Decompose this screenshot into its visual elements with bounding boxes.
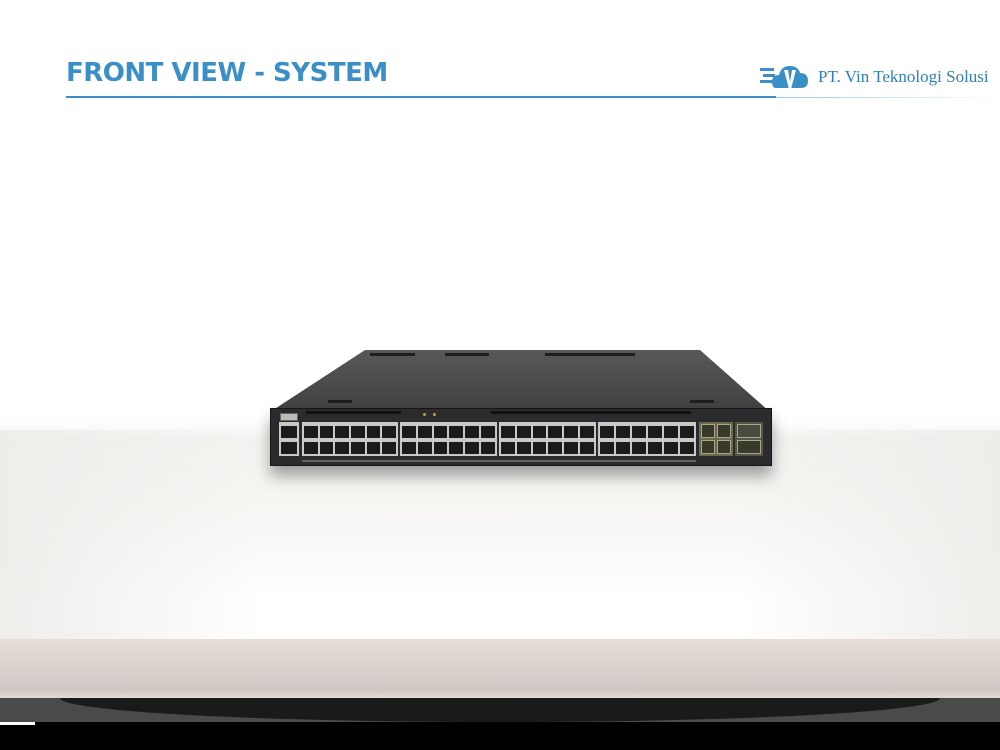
company-name: PT. Vin Teknologi Solusi <box>818 67 989 86</box>
status-led <box>423 413 426 416</box>
chassis-vent <box>370 353 415 356</box>
status-led <box>433 413 436 416</box>
slide-title: FRONT VIEW - SYSTEM <box>66 58 388 88</box>
rj45-port-group-3 <box>499 422 596 456</box>
rj45-port-group-2 <box>400 422 497 456</box>
rj45-port-group-1 <box>302 422 398 456</box>
qsfp-cage-group <box>735 422 763 456</box>
display-shelf <box>0 639 1000 699</box>
cloud-v-logo-icon <box>760 62 812 92</box>
front-vent <box>491 411 691 414</box>
company-logo: PT. Vin Teknologi Solusi <box>760 62 989 92</box>
chassis-handle-slot <box>690 400 714 403</box>
mgmt-port <box>281 424 297 438</box>
management-ports <box>279 422 299 456</box>
chassis-handle-slot <box>328 400 352 403</box>
chassis-vent <box>545 353 635 356</box>
title-underline-fade <box>776 97 1000 98</box>
sfp-cage-group <box>699 422 733 456</box>
port-label-strip <box>302 460 696 462</box>
switch-chassis-top <box>270 350 770 412</box>
rj45-port-group-4 <box>598 422 696 456</box>
background-fade-right <box>740 430 1000 640</box>
title-underline <box>66 96 776 98</box>
bottom-bar <box>0 722 1000 750</box>
switch-front-panel <box>270 408 772 466</box>
bottom-marker <box>0 722 35 725</box>
chassis-vent <box>445 353 489 356</box>
front-vent <box>306 411 401 414</box>
background-fade-left <box>0 430 260 640</box>
mgmt-port <box>281 440 297 454</box>
usb-port <box>280 413 298 421</box>
network-switch-image <box>270 350 772 470</box>
